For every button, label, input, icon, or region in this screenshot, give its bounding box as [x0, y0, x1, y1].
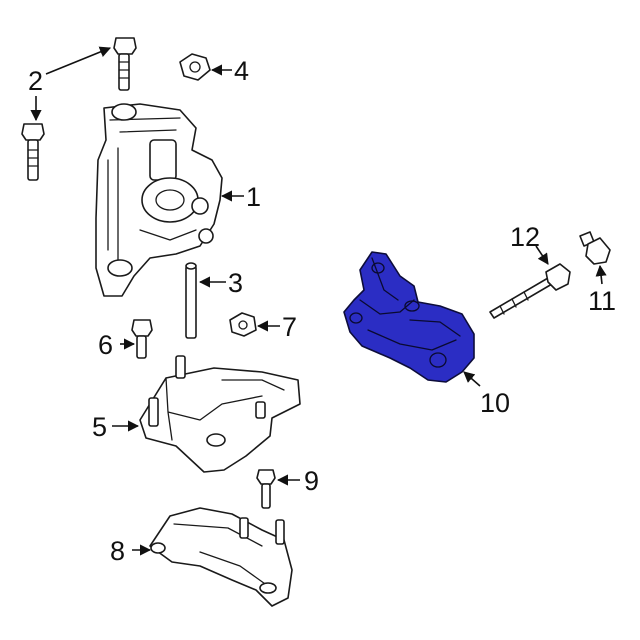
part-3-stud — [185, 262, 197, 339]
part-7-nut — [229, 312, 257, 337]
callout-1: 1 — [246, 182, 261, 212]
callout-9: 9 — [304, 466, 319, 496]
part-5-bracket — [139, 355, 301, 473]
callout-7: 7 — [282, 312, 297, 342]
part-1-upper-mount — [95, 103, 223, 297]
callout-12: 12 — [510, 222, 540, 252]
callout-6: 6 — [98, 330, 113, 360]
part-12-long-bolt — [489, 263, 571, 319]
part-10-engine-mount — [343, 251, 475, 383]
part-6-bolt — [131, 319, 153, 359]
callout-2: 2 — [28, 66, 43, 96]
callout-labels: 2 4 1 3 7 6 5 9 8 10 12 11 — [28, 56, 616, 566]
part-8-lower-bracket — [149, 507, 293, 607]
part-2-bolt-upper — [113, 37, 137, 91]
part-4-nut — [179, 53, 211, 81]
part-11-bolt — [579, 231, 611, 265]
callout-3: 3 — [228, 268, 243, 298]
part-2-bolt-lower — [21, 123, 45, 181]
part-9-bolt — [256, 469, 276, 509]
callout-8: 8 — [110, 536, 125, 566]
callout-10: 10 — [480, 388, 510, 418]
callout-4: 4 — [234, 56, 249, 86]
callout-11: 11 — [588, 286, 616, 316]
callout-5: 5 — [92, 412, 107, 442]
leader-lines — [30, 46, 607, 556]
